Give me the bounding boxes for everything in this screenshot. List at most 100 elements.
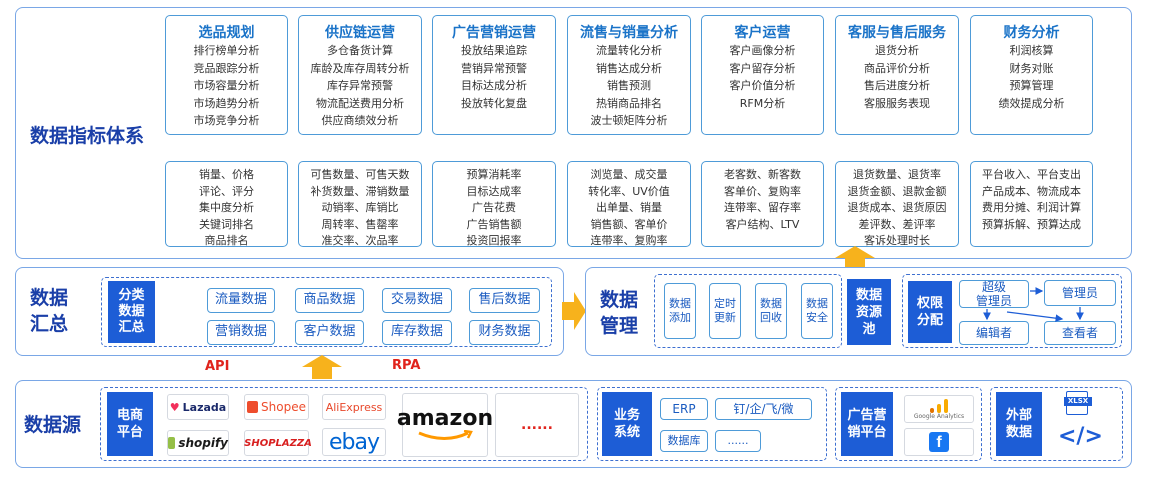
arrow-up-to-indicators <box>835 246 875 270</box>
ecommerce-label-text: 电商 平台 <box>116 408 143 440</box>
business-more-text: ...... <box>727 434 749 447</box>
rpa-label: RPA <box>392 358 421 373</box>
amazon-text: amazon <box>396 406 494 431</box>
im-text: 钉/企/飞/微 <box>733 402 794 416</box>
summary-title-line2: 汇总 <box>30 313 69 335</box>
metric-item: 补货数量、滞销数量 <box>310 184 410 198</box>
summary-label-text: 分类 数据 汇总 <box>118 288 145 335</box>
metric-item: 准交率、次品率 <box>321 234 399 247</box>
metric-card-2: 预算消耗率目标达成率广告花费广告销售额投资回报率 <box>432 161 556 247</box>
business-label: 业务 系统 <box>602 392 652 456</box>
category-item: 库存异常预警 <box>327 79 393 92</box>
category-item: 销售达成分析 <box>596 61 662 75</box>
category-title: 选品规划 <box>198 25 255 41</box>
summary-title-line1: 数据 <box>30 287 69 309</box>
management-op-text: 数据 添加 <box>669 297 691 324</box>
xlsx-text: XLSX <box>1064 397 1092 406</box>
metric-item: 可售数量、可售天数 <box>310 168 410 181</box>
metric-item: 销量、价格 <box>199 168 254 181</box>
arrow-right-to-management <box>562 292 586 330</box>
lazada-logo: ♥Lazada <box>167 394 229 420</box>
metric-card-6: 平台收入、平台支出产品成本、物流成本费用分摊、利润计算预算拆解、预算达成 <box>970 161 1093 247</box>
metric-item: 集中度分析 <box>199 201 254 214</box>
category-item: 热销商品排名 <box>596 96 662 110</box>
shopify-logo: shopify <box>167 430 229 456</box>
category-item: 目标达成分析 <box>461 79 527 92</box>
business-more-chip: ...... <box>715 430 761 452</box>
facebook-logo: f <box>904 428 974 456</box>
role-super-admin-text: 超级 管理员 <box>975 280 1012 308</box>
ebay-text: ebay <box>328 429 380 455</box>
role-viewer: 查看者 <box>1044 321 1116 345</box>
erp-chip: ERP <box>660 398 708 420</box>
role-editor-text: 编辑者 <box>975 326 1012 340</box>
metric-card-5: 退货数量、退货率退货金额、退款金额退货成本、退货原因差评数、差评率客诉处理时长 <box>835 161 959 247</box>
category-item: 客户留存分析 <box>729 61 796 75</box>
category-item: 退货分析 <box>875 44 919 57</box>
metric-item: 目标达成率 <box>466 184 522 198</box>
summary-chip: 客户数据 <box>295 320 364 345</box>
summary-label: 分类 数据 汇总 <box>108 281 155 343</box>
category-item: 投放转化复盘 <box>461 96 527 110</box>
metric-item: 退货金额、退款金额 <box>847 184 947 198</box>
permission-label-text: 权限 分配 <box>916 296 943 328</box>
category-item: 客户价值分析 <box>729 79 796 92</box>
shoplazza-logo: SHOPLAZZA <box>239 430 312 456</box>
metric-item: 预算拆解、预算达成 <box>982 217 1081 231</box>
category-item: 投放结果追踪 <box>461 44 527 57</box>
metric-item: 退货数量、退货率 <box>853 168 941 181</box>
metric-card-1: 可售数量、可售天数补货数量、滞销数量动销率、库销比周转率、售罄率准交率、次品率 <box>298 161 422 247</box>
management-ops-group <box>654 274 842 348</box>
shopify-text: shopify <box>178 436 228 450</box>
management-op-text: 数据 回收 <box>760 297 782 324</box>
metric-item: 销售额、客单价 <box>590 217 668 231</box>
role-viewer-text: 查看者 <box>1061 326 1098 340</box>
category-item: 多仓备货计算 <box>327 44 393 57</box>
external-group <box>990 387 1123 461</box>
metric-item: 费用分摊、利润计算 <box>982 201 1081 214</box>
metric-item: 预算消耗率 <box>466 168 522 181</box>
category-item: 商品评价分析 <box>864 61 930 75</box>
metric-item: 连带率、复购率 <box>590 234 668 247</box>
im-chip: 钉/企/飞/微 <box>715 398 812 420</box>
metric-item: 产品成本、物流成本 <box>982 184 1081 198</box>
metric-item: 客诉处理时长 <box>864 234 930 247</box>
management-op: 定时 更新 <box>709 283 741 339</box>
category-card-0: 选品规划排行榜单分析竞品跟踪分析市场容量分析市场趋势分析市场竞争分析 <box>165 15 288 135</box>
metric-card-4: 老客数、新客数客单价、复购率连带率、留存率客户结构、LTV <box>701 161 824 247</box>
category-title: 客服与售后服务 <box>848 25 946 41</box>
category-card-2: 广告营销运营投放结果追踪营销异常预警目标达成分析投放转化复盘 <box>432 15 556 135</box>
google-analytics-logo: Google Analytics <box>904 395 974 423</box>
metric-item: 差评数、差评率 <box>858 217 936 231</box>
aliexpress-text: AliExpress <box>325 400 383 414</box>
amazon-smile-icon <box>418 430 473 440</box>
category-item: RFM分析 <box>739 96 786 110</box>
code-icon: </> <box>1058 424 1103 449</box>
metric-item: 转化率、UV价值 <box>588 184 670 198</box>
metric-item: 平台收入、平台支出 <box>982 168 1081 181</box>
summary-title: 数据 汇总 <box>30 285 90 337</box>
ad-label: 广告营 销平台 <box>841 392 893 456</box>
indicator-title: 数据指标体系 <box>30 125 145 147</box>
category-item: 客户画像分析 <box>729 44 796 57</box>
resource-pool: 数据 资源 池 <box>847 279 891 345</box>
category-card-3: 流售与销量分析流量转化分析销售达成分析销售预测热销商品排名波士顿矩阵分析 <box>567 15 691 135</box>
api-label: API <box>205 359 230 374</box>
shopee-logo: Shopee <box>244 394 309 420</box>
category-item: 波士顿矩阵分析 <box>590 114 668 127</box>
ecommerce-group <box>100 387 588 461</box>
management-op-text: 数据 安全 <box>806 297 828 324</box>
business-label-text: 业务 系统 <box>613 408 640 440</box>
role-connectors <box>983 287 1084 323</box>
metric-card-3: 浏览量、成交量转化率、UV价值出单量、销量销售额、客单价连带率、复购率 <box>567 161 691 247</box>
category-title: 财务分析 <box>1003 25 1060 41</box>
metric-item: 关键词排名 <box>199 217 254 231</box>
permission-label: 权限 分配 <box>908 281 952 343</box>
category-item: 库龄及库存周转分析 <box>310 61 410 75</box>
summary-chip: 流量数据 <box>207 288 275 313</box>
sources-title: 数据源 <box>24 414 82 436</box>
summary-chip: 库存数据 <box>382 320 452 345</box>
category-item: 市场容量分析 <box>193 79 260 92</box>
more-platforms: ...... <box>495 393 579 457</box>
metric-item: 商品排名 <box>204 234 249 247</box>
